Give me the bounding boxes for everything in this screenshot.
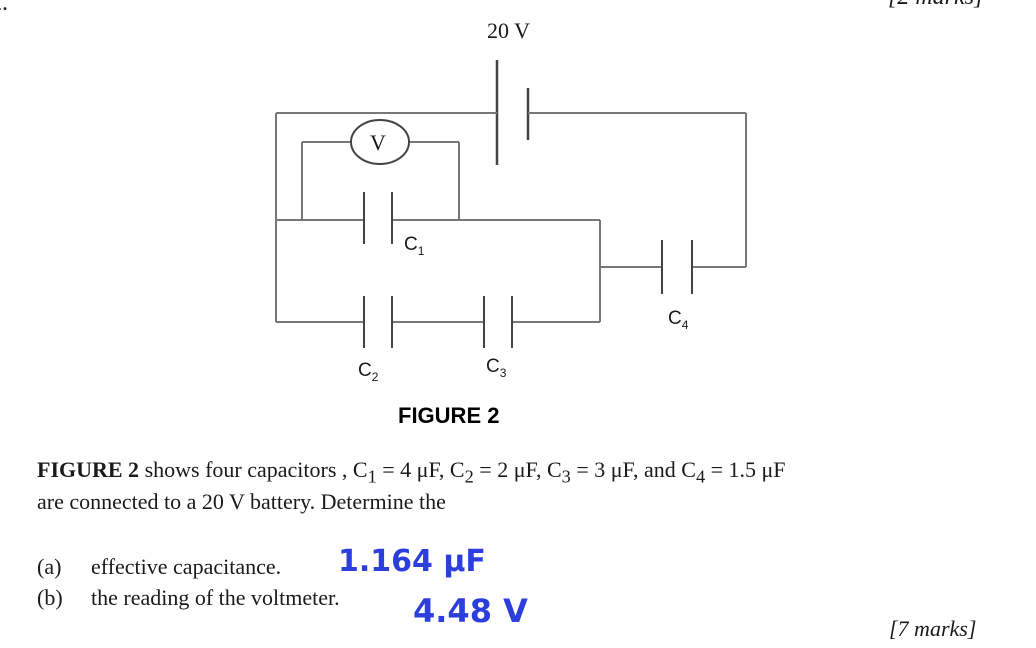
label-c1: C1 (404, 234, 425, 258)
capacitor-c1 (363, 192, 393, 244)
marks-top: [2 marks] (888, 0, 983, 11)
question-line-1: FIGURE 2 shows four capacitors , C1 = 4 … (37, 457, 786, 487)
marks-bottom: [7 marks] (889, 616, 977, 641)
handwritten-answer-b: 4.48 V (413, 592, 528, 630)
part-b: (b) the reading of the voltmeter. (37, 584, 340, 612)
capacitor-c2 (363, 296, 393, 348)
part-a-text: effective capacitance. (91, 554, 282, 579)
battery-label: 20 V (487, 18, 530, 43)
part-a: (a) effective capacitance. (37, 553, 281, 581)
figure-caption: FIGURE 2 (398, 403, 499, 428)
handwritten-answer-a: 1.164 μF (338, 544, 486, 579)
part-b-label: (b) (37, 585, 63, 610)
part-b-text: the reading of the voltmeter. (91, 585, 340, 610)
question-figure-ref: FIGURE 2 (37, 457, 140, 482)
circuit-wires (275, 112, 747, 323)
voltmeter-symbol: V (370, 130, 386, 155)
capacitor-c4 (661, 240, 693, 294)
voltmeter: V (350, 119, 410, 165)
battery (495, 60, 530, 165)
question-number: 2. (0, 0, 8, 16)
question-line-2: are connected to a 20 V battery. Determi… (37, 489, 446, 514)
part-a-label: (a) (37, 554, 62, 579)
label-c3: C3 (486, 356, 507, 380)
label-c2: C2 (358, 360, 379, 384)
capacitor-c3 (483, 296, 513, 348)
label-c4: C4 (668, 308, 689, 332)
